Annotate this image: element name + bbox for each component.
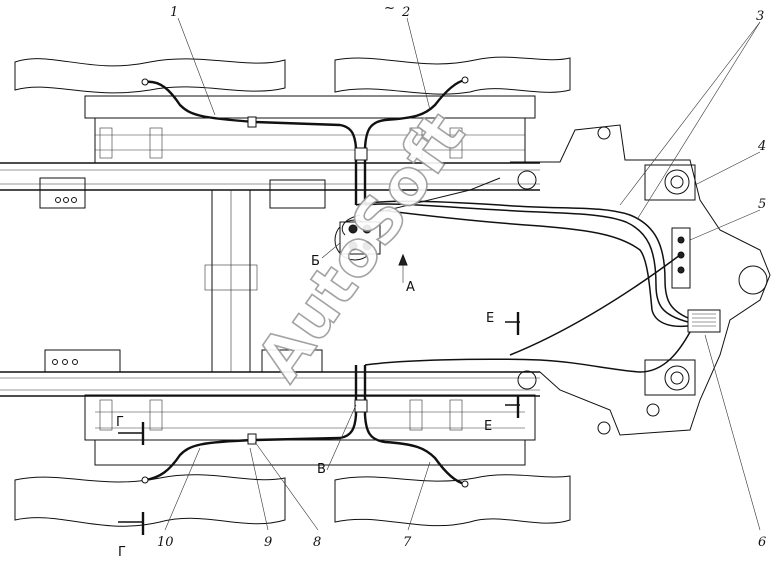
distribution-block <box>671 227 691 289</box>
section-label-e-bottom: Е <box>484 419 492 434</box>
view-label-b: Б <box>311 254 320 269</box>
brake-line-bottom <box>141 365 469 488</box>
callout-4: 4 <box>757 139 766 154</box>
rear-structure <box>510 124 771 436</box>
tilde-mark: ~ <box>384 1 395 16</box>
callout-5: 5 <box>758 197 766 212</box>
axle-bottom <box>84 394 536 466</box>
wheel-bottom-right <box>334 474 571 527</box>
wheel-top-left <box>14 58 286 94</box>
cross-member <box>204 189 258 373</box>
leader-lines <box>164 17 761 531</box>
section-markers <box>118 253 520 535</box>
callout-6: 6 <box>758 535 766 550</box>
callout-3: 3 <box>756 9 764 24</box>
brake-line-top <box>141 76 469 205</box>
callout-1: 1 <box>170 5 178 20</box>
section-label-g-bottom: Г <box>118 545 126 560</box>
hose-connector <box>687 309 721 333</box>
brake-valve-block <box>334 219 381 261</box>
frame-rail-lower <box>0 349 540 397</box>
frame-rail-upper <box>0 162 540 209</box>
view-label-v: В <box>317 462 326 477</box>
wheel-bottom-left <box>14 474 286 527</box>
callout-10: 10 <box>157 535 174 550</box>
callout-9: 9 <box>264 535 272 550</box>
section-label-g-top: Г <box>116 415 124 430</box>
callout-2: 2 <box>401 5 410 20</box>
callout-7: 7 <box>403 535 412 550</box>
view-label-a: А <box>406 280 415 295</box>
section-label-e-top: Е <box>486 311 494 326</box>
watermark-text: AutoSoft <box>242 99 479 393</box>
callout-8: 8 <box>313 535 321 550</box>
main-harness <box>341 177 691 373</box>
wheel-top-right <box>334 56 571 95</box>
